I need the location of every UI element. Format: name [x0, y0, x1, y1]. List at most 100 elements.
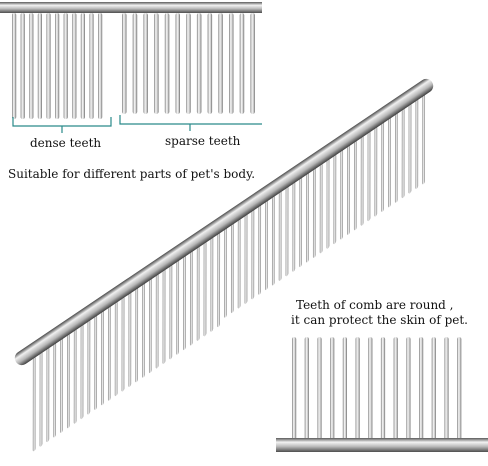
diagonal-tooth	[203, 241, 207, 337]
round-tooth	[317, 337, 322, 441]
diagonal-tooth	[169, 264, 173, 360]
round-tooth	[419, 337, 424, 441]
dense-tooth	[72, 13, 77, 119]
usage-caption: Suitable for different parts of pet's bo…	[8, 167, 256, 181]
diagonal-tooth	[210, 237, 214, 332]
diagonal-tooth	[183, 255, 186, 351]
diagonal-comb-body	[14, 78, 434, 452]
diagonal-tooth	[312, 168, 316, 258]
closeup-top-spine	[0, 2, 262, 13]
diagonal-tooth	[80, 324, 84, 420]
diagonal-tooth	[340, 149, 344, 240]
round-tooth	[368, 337, 373, 441]
round-tooth	[457, 337, 462, 441]
dense-tooth	[55, 13, 60, 119]
sparse-tooth	[250, 13, 255, 114]
diagonal-spine	[14, 78, 434, 366]
diagonal-tooth	[237, 218, 241, 309]
diagonal-tooth	[401, 108, 405, 199]
diagonal-tooth	[408, 103, 412, 194]
diagonal-tooth	[148, 278, 152, 374]
sparse-tooth	[186, 13, 191, 114]
diagonal-tooth	[394, 112, 398, 203]
diagonal-tooth	[333, 154, 337, 245]
diagonal-tooth	[326, 158, 330, 249]
sparse-tooth	[132, 13, 138, 114]
closeup-top-teeth	[0, 2, 262, 119]
diagonal-tooth	[292, 181, 296, 272]
sparse-tooth	[175, 13, 180, 114]
diagonal-tooth	[73, 329, 77, 424]
round-teeth-caption-line2: it can protect the skin of pet.	[291, 313, 468, 327]
dense-teeth-label: dense teeth	[30, 136, 102, 150]
diagonal-tooth	[278, 191, 282, 281]
diagonal-tooth	[196, 246, 200, 341]
closeup-bottom-teeth	[276, 337, 488, 452]
dense-tooth	[20, 13, 25, 119]
round-tooth	[330, 337, 335, 441]
sparse-tooth	[196, 13, 202, 114]
round-tooth	[444, 337, 449, 441]
diagonal-tooth	[374, 126, 378, 217]
dense-tooth	[46, 13, 51, 119]
diagonal-tooth	[60, 338, 63, 433]
round-tooth	[393, 337, 398, 441]
diagonal-tooth	[107, 306, 111, 401]
diagonal-tooth	[121, 296, 125, 392]
dense-tooth	[63, 13, 68, 119]
diagonal-tooth	[271, 195, 275, 286]
diagonal-tooth	[265, 200, 268, 291]
diagonal-tooth	[367, 131, 371, 222]
diagonal-tooth	[388, 117, 391, 208]
sparse-tooth	[143, 13, 148, 114]
round-tooth	[304, 337, 309, 441]
dense-tooth	[98, 13, 103, 119]
dense-teeth-bracket	[12, 117, 112, 133]
teeth-brackets	[12, 115, 262, 133]
diagonal-tooth	[46, 347, 50, 443]
diagonal-tooth	[87, 319, 91, 415]
round-teeth-caption-line1: Teeth of comb are round ,	[296, 298, 454, 312]
diagonal-comb	[14, 78, 434, 452]
diagonal-tooth	[360, 135, 364, 226]
round-tooth	[342, 337, 347, 441]
round-tooth	[380, 337, 386, 441]
sparse-tooth	[218, 13, 223, 114]
diagonal-tooth	[101, 310, 104, 406]
diagonal-tooth	[94, 315, 98, 410]
diagonal-tooth	[53, 342, 57, 438]
diagonal-tooth	[142, 283, 145, 378]
closeup-bottom-spine	[276, 438, 488, 452]
diagonal-tooth	[285, 186, 289, 277]
round-tooth	[406, 337, 411, 441]
dense-tooth	[37, 13, 42, 119]
sparse-tooth	[229, 13, 234, 114]
diagonal-tooth	[32, 356, 36, 452]
sparse-tooth	[122, 13, 127, 114]
diagonal-tooth	[128, 292, 132, 387]
diagonal-tooth	[217, 232, 221, 328]
round-tooth	[355, 337, 360, 441]
sparse-tooth	[207, 13, 213, 114]
round-tooth	[292, 337, 297, 441]
diagonal-tooth	[162, 269, 166, 364]
sparse-teeth-label: sparse teeth	[165, 134, 241, 148]
sparse-tooth	[154, 13, 159, 114]
diagonal-tooth	[230, 223, 234, 314]
diagonal-tooth	[189, 250, 193, 346]
diagonal-tooth	[39, 352, 43, 447]
diagonal-tooth	[66, 333, 70, 429]
dense-tooth	[12, 13, 17, 119]
diagonal-tooth	[381, 122, 385, 212]
diagonal-tooth	[176, 260, 180, 355]
sparse-tooth	[164, 13, 170, 114]
dense-tooth	[89, 13, 94, 119]
diagonal-tooth	[224, 227, 227, 318]
dense-tooth	[29, 13, 34, 119]
diagonal-tooth	[347, 145, 350, 235]
diagonal-tooth	[299, 177, 303, 268]
diagonal-tooth	[114, 301, 118, 397]
diagonal-tooth	[244, 214, 248, 304]
diagonal-tooth	[353, 140, 357, 231]
